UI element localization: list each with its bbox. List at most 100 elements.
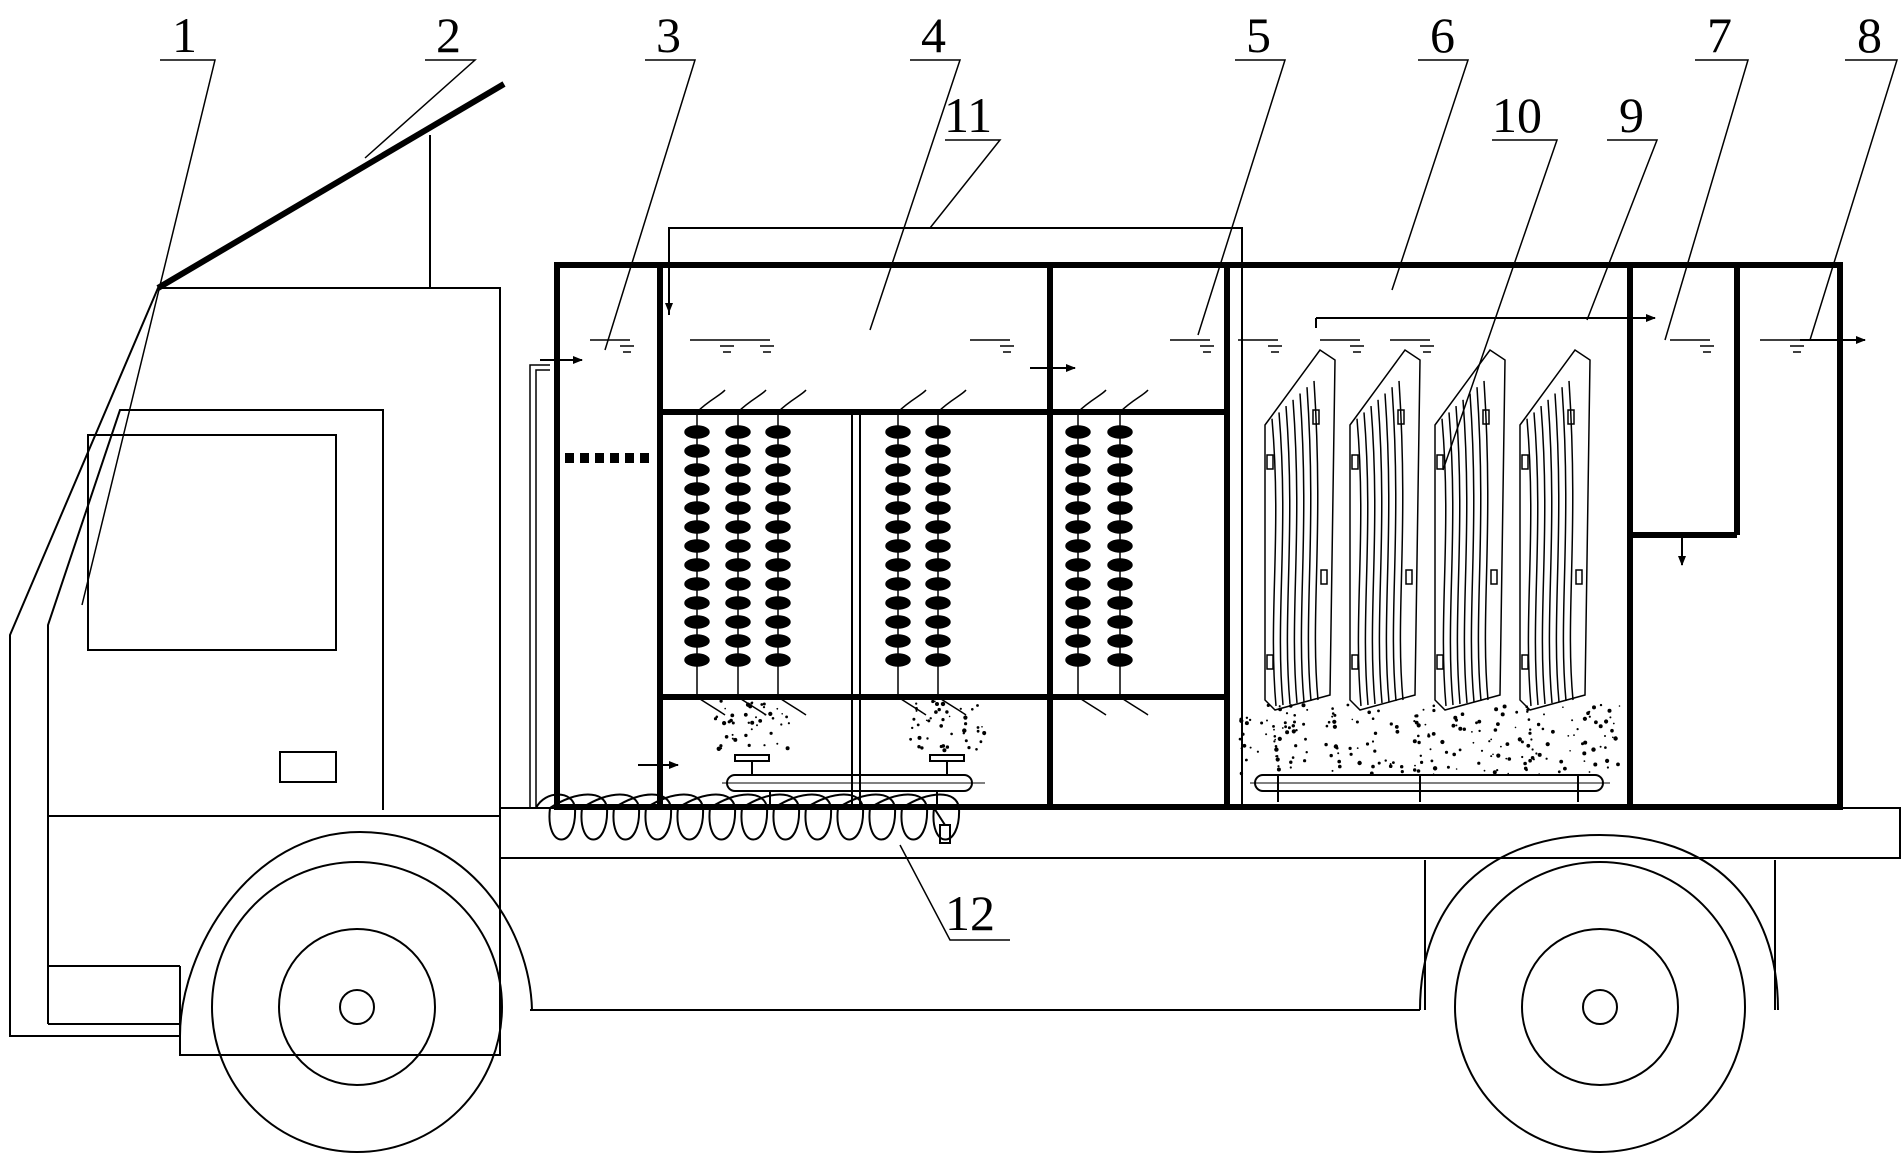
air-bubble xyxy=(1576,728,1579,731)
air-bubble xyxy=(940,701,946,707)
air-bubble xyxy=(1612,736,1614,739)
air-bubble xyxy=(1609,716,1612,719)
air-bubble xyxy=(763,744,766,747)
air-bubble xyxy=(915,709,918,712)
filler-media-ring xyxy=(1107,558,1133,572)
air-bubble xyxy=(1245,759,1247,762)
air-bubble xyxy=(1287,726,1291,730)
air-bubble xyxy=(1607,708,1612,713)
air-bubble xyxy=(1573,734,1575,736)
air-bubble xyxy=(1389,722,1393,726)
air-bubble xyxy=(1430,759,1434,763)
filler-media-ring xyxy=(765,558,791,572)
air-bubble xyxy=(719,744,723,748)
air-bubble xyxy=(1543,713,1545,716)
air-bubble xyxy=(1526,743,1531,748)
air-bubble xyxy=(1355,720,1359,724)
filler-media-ring xyxy=(1107,425,1133,439)
air-bubble xyxy=(1515,710,1519,714)
callout-9: 9 xyxy=(1619,87,1644,143)
air-bubble xyxy=(1496,769,1499,772)
air-bubble xyxy=(1530,738,1533,741)
air-bubble xyxy=(1260,721,1264,725)
filler-media-ring xyxy=(1107,577,1133,591)
air-bubble xyxy=(1373,731,1378,735)
air-bubble xyxy=(1420,760,1424,765)
air-bubble xyxy=(964,739,968,743)
air-bubble xyxy=(1289,766,1292,769)
inlet-pipe xyxy=(529,364,550,808)
water-level-mark xyxy=(1238,339,1282,353)
air-bubble xyxy=(1480,749,1484,752)
air-bubble xyxy=(1507,757,1512,761)
filler-media-ring xyxy=(925,653,951,667)
tank-walls xyxy=(554,262,1843,810)
air-bubble xyxy=(1349,752,1353,756)
filler-media-ring xyxy=(684,463,710,477)
air-bubble xyxy=(733,737,738,742)
air-bubble xyxy=(1293,714,1296,717)
air-bubble xyxy=(1266,719,1268,722)
callout-8: 8 xyxy=(1857,7,1882,63)
air-bubble xyxy=(1272,725,1275,728)
air-bubble xyxy=(1444,750,1449,754)
air-bubble xyxy=(1483,769,1486,772)
callout-11: 11 xyxy=(944,87,992,143)
air-bubble xyxy=(1265,733,1268,736)
air-bubble xyxy=(1593,762,1598,767)
air-bubble xyxy=(1384,759,1387,762)
air-bubble xyxy=(785,715,788,719)
filler-media-ring xyxy=(925,577,951,591)
air-bubble xyxy=(1610,728,1614,733)
callout-2: 2 xyxy=(436,7,461,63)
air-bubble xyxy=(1604,719,1609,724)
filler-media-ring xyxy=(1065,444,1091,458)
air-bubble xyxy=(713,717,718,721)
air-bubble xyxy=(1520,740,1524,744)
air-bubble xyxy=(750,720,755,725)
air-bubble xyxy=(948,715,951,718)
filler-media-ring xyxy=(765,615,791,629)
air-bubble xyxy=(750,702,753,705)
air-bubble xyxy=(1526,710,1529,713)
filler-media-ring xyxy=(725,520,751,534)
air-bubble xyxy=(1527,718,1531,721)
air-bubble xyxy=(776,742,779,745)
air-bubble xyxy=(1294,744,1298,748)
air-bubble xyxy=(1613,736,1618,741)
filler-media-ring xyxy=(1065,615,1091,629)
filler-media-ring xyxy=(725,482,751,496)
filler-media-ring xyxy=(885,539,911,553)
air-bubble xyxy=(730,713,735,718)
air-bubble xyxy=(942,748,947,753)
air-bubble xyxy=(1462,727,1467,731)
air-bubble xyxy=(1490,755,1493,758)
filler-media-ring xyxy=(925,615,951,629)
air-bubble xyxy=(1414,720,1419,725)
air-bubble xyxy=(781,713,783,715)
air-bubble xyxy=(1291,729,1296,734)
air-bubble xyxy=(1414,764,1416,767)
cab-window xyxy=(87,434,337,651)
air-bubble xyxy=(911,726,914,730)
air-bubble xyxy=(1562,706,1564,708)
filler-media-ring xyxy=(725,501,751,515)
water-level-mark xyxy=(1670,339,1714,353)
filler-media-ring xyxy=(1065,425,1091,439)
air-bubble xyxy=(1523,761,1527,766)
filler-media-ring xyxy=(925,634,951,648)
air-bubble xyxy=(939,724,943,728)
filler-media-ring xyxy=(765,653,791,667)
return-pipe xyxy=(668,227,1243,807)
air-bubble xyxy=(1377,709,1380,713)
filler-media-columns xyxy=(684,389,1149,716)
air-bubble xyxy=(785,746,790,751)
air-bubble xyxy=(1440,739,1445,745)
air-bubble xyxy=(1329,753,1333,758)
air-bubble xyxy=(1324,742,1328,747)
callout-1: 1 xyxy=(172,7,197,63)
air-bubble xyxy=(1400,770,1404,774)
air-bubble xyxy=(1389,763,1392,765)
filler-media-ring xyxy=(684,444,710,458)
air-bubble xyxy=(1604,746,1607,749)
